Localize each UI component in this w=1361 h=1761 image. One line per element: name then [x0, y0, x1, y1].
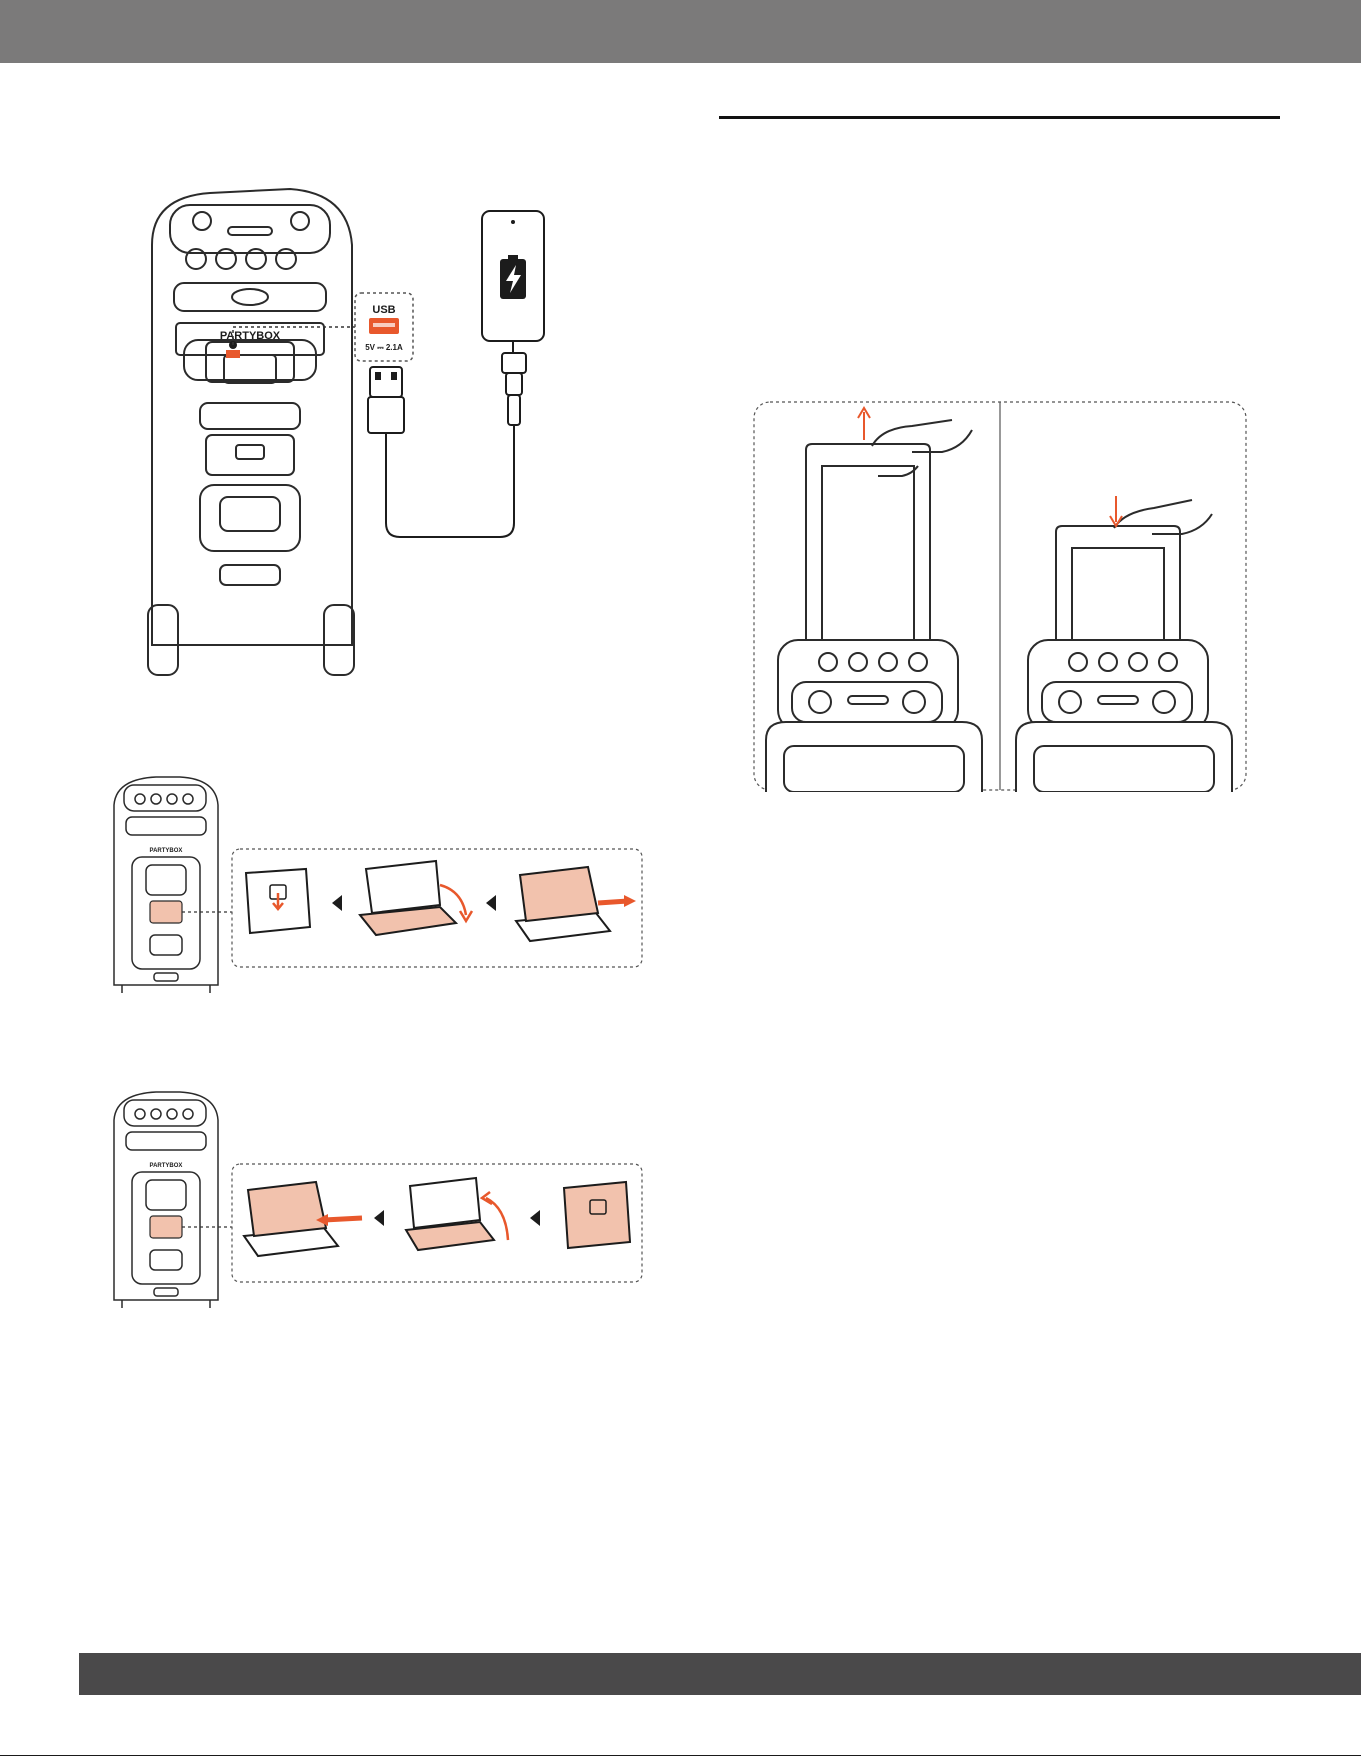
- phone-battery-icon: [482, 211, 544, 341]
- header-bar: [0, 0, 1361, 63]
- arrow-right-icon: [530, 1210, 540, 1226]
- usb-port-slot-icon: [373, 323, 395, 327]
- speaker-rear-icon: [148, 189, 354, 675]
- compartment-highlight: [150, 901, 182, 923]
- usb-cable: [368, 353, 526, 537]
- speaker-front-icon: [114, 777, 218, 993]
- step-3-remove-battery-icon: [516, 867, 636, 941]
- speaker-front-icon: [114, 1092, 218, 1308]
- step-1-insert-battery-icon: [244, 1182, 362, 1256]
- usb-rating: 5V ⎓ 2.1A: [365, 343, 403, 352]
- step-2-open-lid-icon: [360, 861, 472, 935]
- step-1-cover-icon: [246, 869, 310, 933]
- usb-port-highlight: [226, 350, 240, 358]
- footer-bar: [79, 1653, 1361, 1695]
- trolley-handle-figure: [752, 400, 1248, 792]
- speaker-brand-label: PARTYBOX: [150, 848, 183, 854]
- compartment-highlight: [150, 1216, 182, 1238]
- arrow-right-icon: [374, 1210, 384, 1226]
- bottom-rule: [0, 1755, 1361, 1756]
- close-compartment-figure: PARTYBOX: [110, 1090, 650, 1320]
- arrow-right-icon: [332, 895, 342, 911]
- step-2-close-lid-icon: [406, 1178, 508, 1250]
- handle-extended-panel: [766, 420, 982, 792]
- handle-retracted-panel: [1016, 500, 1232, 792]
- speaker-brand-label: PARTYBOX: [220, 330, 281, 342]
- usb-label: USB: [372, 304, 395, 316]
- usb-charging-figure: PARTYBOX USB 5V ⎓ 2.1A: [140, 185, 640, 685]
- step-3-closed-cover-icon: [564, 1182, 630, 1248]
- speaker-brand-label: PARTYBOX: [150, 1163, 183, 1169]
- section-divider: [719, 116, 1280, 119]
- arrow-right-icon: [486, 895, 496, 911]
- open-compartment-figure: PARTYBOX: [110, 775, 650, 1005]
